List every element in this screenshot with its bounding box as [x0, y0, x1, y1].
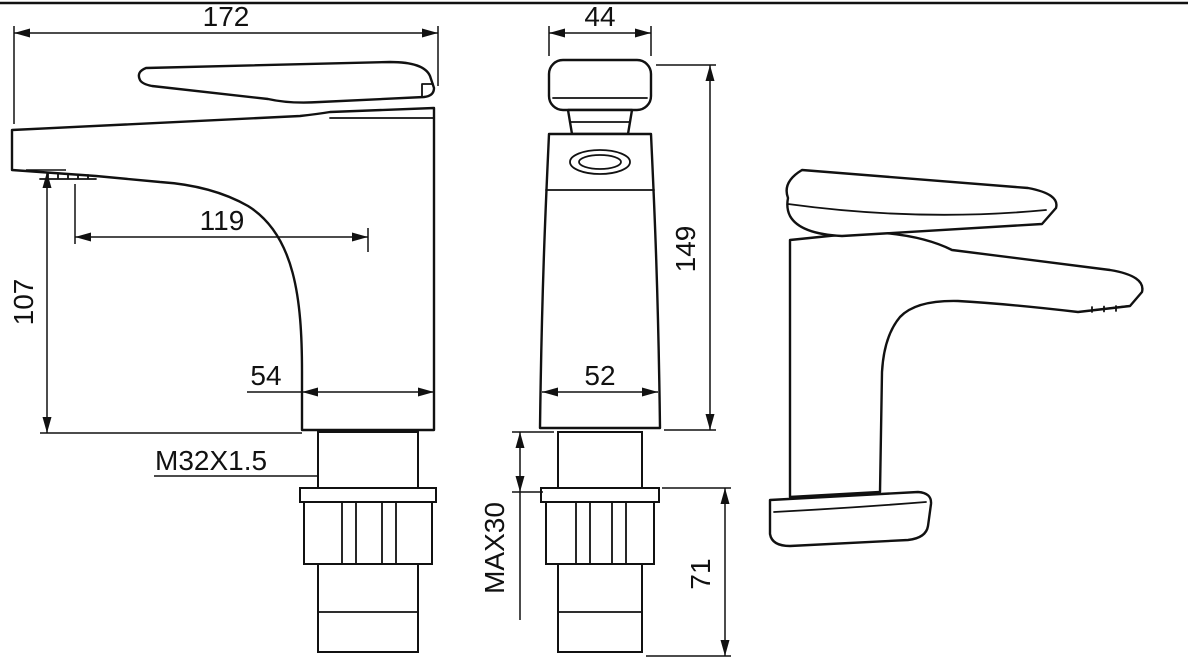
dim-overall-length: 172 [13, 1, 439, 124]
dim-base-depth-label: 54 [250, 360, 281, 391]
dim-shank-thread: M32X1.5 [154, 445, 318, 477]
side-body-spout-outline [10, 106, 436, 432]
front-threaded-shank [557, 431, 643, 489]
dim-overall-height-label: 149 [670, 226, 701, 273]
dim-spout-reach-lines [74, 184, 369, 252]
dim-base-depth-lines [247, 386, 434, 428]
dim-shank-thread-label: M32X1.5 [155, 445, 267, 476]
side-handle-outline [137, 60, 436, 104]
dim-overall-length-label: 172 [203, 1, 250, 32]
dim-overall-length-lines [13, 26, 439, 124]
side-view [10, 60, 437, 653]
dim-base-depth: 54 [247, 360, 434, 428]
front-view [538, 58, 662, 653]
front-body-outline [538, 132, 662, 430]
dim-spout-height: 107 [8, 169, 302, 434]
front-aerator-inner [578, 154, 622, 170]
front-nut-slots [575, 501, 627, 565]
dim-overall-height: 149 [656, 64, 716, 431]
dim-shank-length-lines [646, 487, 731, 657]
dim-head-width: 44 [548, 1, 652, 56]
perspective-view [768, 168, 1144, 548]
side-nut-slots [341, 501, 397, 565]
side-mounting-nut [303, 501, 433, 565]
dim-spout-height-label: 107 [8, 279, 39, 326]
dim-overall-height-lines [656, 64, 716, 431]
dim-max-deck-thickness-arrows [515, 432, 525, 492]
front-splined-shank [557, 563, 643, 653]
dim-head-width-label: 44 [584, 1, 615, 32]
side-splined-shank [317, 563, 419, 653]
persp-body-spout-outline [788, 230, 1144, 499]
front-handle-outline [547, 58, 653, 112]
dim-max-deck-thickness-label: MAX30 [479, 502, 510, 594]
dim-spout-height-lines [26, 169, 302, 434]
dim-base-width-label: 52 [584, 360, 615, 391]
dim-shank-length-label: 71 [685, 558, 716, 589]
dim-base-depth-arrows [302, 387, 434, 397]
dim-spout-reach-label: 119 [200, 205, 245, 236]
persp-detail-lines [787, 203, 1129, 313]
dim-head-width-lines [548, 26, 652, 56]
dim-max-deck-thickness: MAX30 [479, 431, 554, 620]
front-flange [540, 487, 660, 503]
side-threaded-shank [317, 431, 419, 489]
side-flange [299, 487, 437, 503]
persp-handle-outline [785, 168, 1058, 238]
persp-base-edge [773, 501, 927, 513]
front-aerator-outer [569, 149, 631, 175]
dim-max-deck-thickness-lines [512, 431, 554, 620]
persp-base-outline [768, 490, 933, 548]
dim-spout-reach: 119 [74, 184, 369, 252]
dim-shank-length: 71 [646, 487, 731, 657]
front-mounting-nut [545, 501, 655, 565]
dim-base-width: 52 [542, 360, 658, 397]
